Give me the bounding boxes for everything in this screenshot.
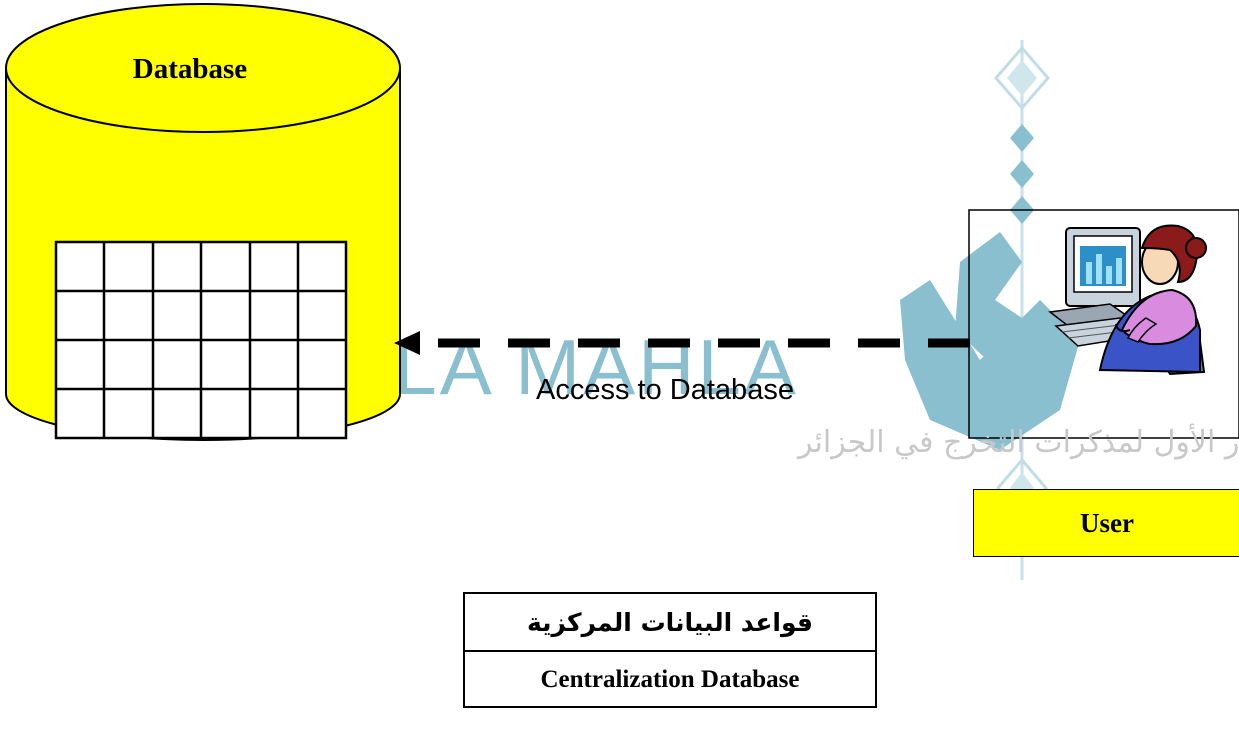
user-label: User [1080,507,1134,538]
user-label-box: User [973,489,1239,557]
database-table-grid [54,240,348,440]
caption-box: قواعد البيانات المركزية Centralization D… [463,592,877,708]
user-frame [968,209,1239,439]
caption-english: Centralization Database [540,666,800,693]
access-arrow [394,331,970,355]
watermark-subtitle: المصدر الأول لمذكرات التخرج في الجزائر [796,422,1239,460]
caption-arabic: قواعد البيانات المركزية [465,594,875,652]
user-at-computer-icon [1048,224,1207,376]
database-label: Database [133,53,248,85]
access-label: Access to Database [536,374,794,406]
